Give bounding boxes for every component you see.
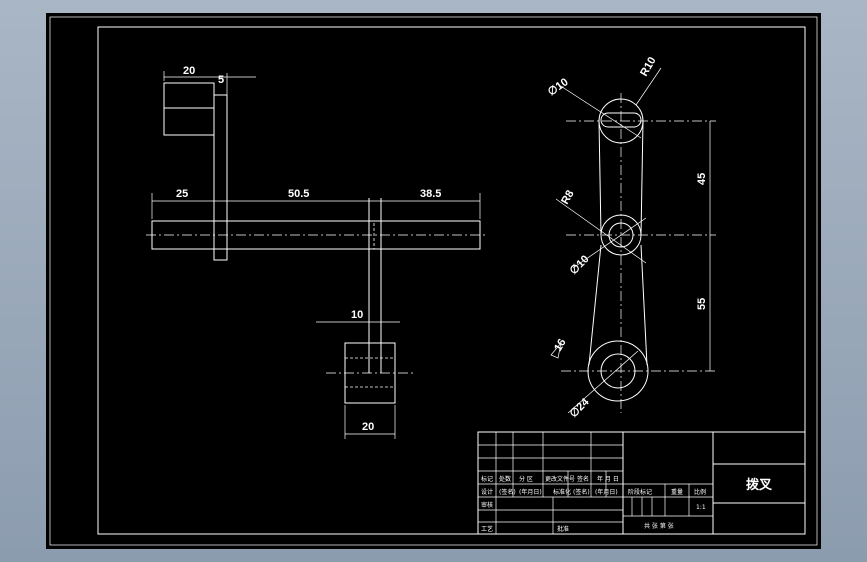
tb-mark: 标记 bbox=[481, 475, 493, 483]
tb-date: 年 月 日 bbox=[597, 475, 619, 483]
tb-design-sign: (签名) bbox=[499, 488, 516, 496]
tb-scale: 比例 bbox=[694, 488, 706, 496]
title-block: 标记 处数 分 区 更改文件号 签名 年 月 日 设计 (签名) (年月日) 标… bbox=[477, 431, 806, 535]
tb-approve: 批准 bbox=[557, 525, 569, 533]
tb-stage: 阶段标记 bbox=[628, 488, 652, 496]
tb-std-date: (年月日) bbox=[595, 488, 618, 496]
dim-slot-width: 10 bbox=[351, 309, 363, 321]
dim-45: 45 bbox=[696, 173, 708, 185]
surface-mark: 16 bbox=[552, 337, 569, 354]
cad-drawing: 20 5 25 50.5 38.5 10 20 bbox=[49, 16, 818, 546]
top-block bbox=[163, 82, 215, 136]
dim-rad-top: R10 bbox=[638, 55, 658, 78]
tb-standard: 标准化 bbox=[553, 488, 571, 496]
dim-top-thick: 5 bbox=[218, 74, 224, 86]
dim-55: 55 bbox=[696, 298, 708, 310]
tb-scale-value: 1:1 bbox=[696, 504, 706, 511]
tb-count: 处数 bbox=[499, 475, 511, 483]
tb-zone: 分 区 bbox=[519, 475, 533, 483]
side-view: 45 55 ∅10 R10 R8 ∅10 ∅24 16 bbox=[546, 55, 716, 420]
tb-design-date: (年月日) bbox=[519, 488, 542, 496]
dim-mid-len: 50.5 bbox=[288, 188, 309, 200]
surface-finish-icon bbox=[550, 342, 562, 359]
outer-frame bbox=[49, 16, 818, 546]
dim-dia-mid: ∅10 bbox=[568, 253, 592, 277]
tb-process: 工艺 bbox=[481, 525, 493, 533]
vertical-plate bbox=[213, 94, 228, 261]
tb-design: 设计 bbox=[481, 488, 493, 496]
dim-left-len: 25 bbox=[176, 188, 188, 200]
dim-top-width: 20 bbox=[183, 65, 195, 77]
dim-dia-top: ∅10 bbox=[546, 76, 571, 98]
dim-dia-bottom: ∅24 bbox=[568, 396, 593, 421]
tb-signature: 签名 bbox=[577, 475, 589, 483]
part-title: 拨叉 bbox=[746, 477, 773, 493]
front-view: 20 5 25 50.5 38.5 10 20 bbox=[146, 65, 486, 439]
tb-sheets: 共 张 第 张 bbox=[644, 522, 674, 530]
dim-right-len: 38.5 bbox=[420, 188, 441, 200]
inner-frame bbox=[97, 26, 806, 535]
tb-review: 审核 bbox=[481, 501, 493, 509]
dim-lower-width: 20 bbox=[362, 421, 374, 433]
drawing-canvas: 20 5 25 50.5 38.5 10 20 bbox=[46, 13, 821, 549]
tb-change-doc: 更改文件号 bbox=[545, 475, 575, 483]
dim-rad-mid: R8 bbox=[559, 188, 576, 206]
tb-weight: 重量 bbox=[671, 488, 683, 496]
tb-std-sign: (签名) bbox=[573, 488, 590, 496]
